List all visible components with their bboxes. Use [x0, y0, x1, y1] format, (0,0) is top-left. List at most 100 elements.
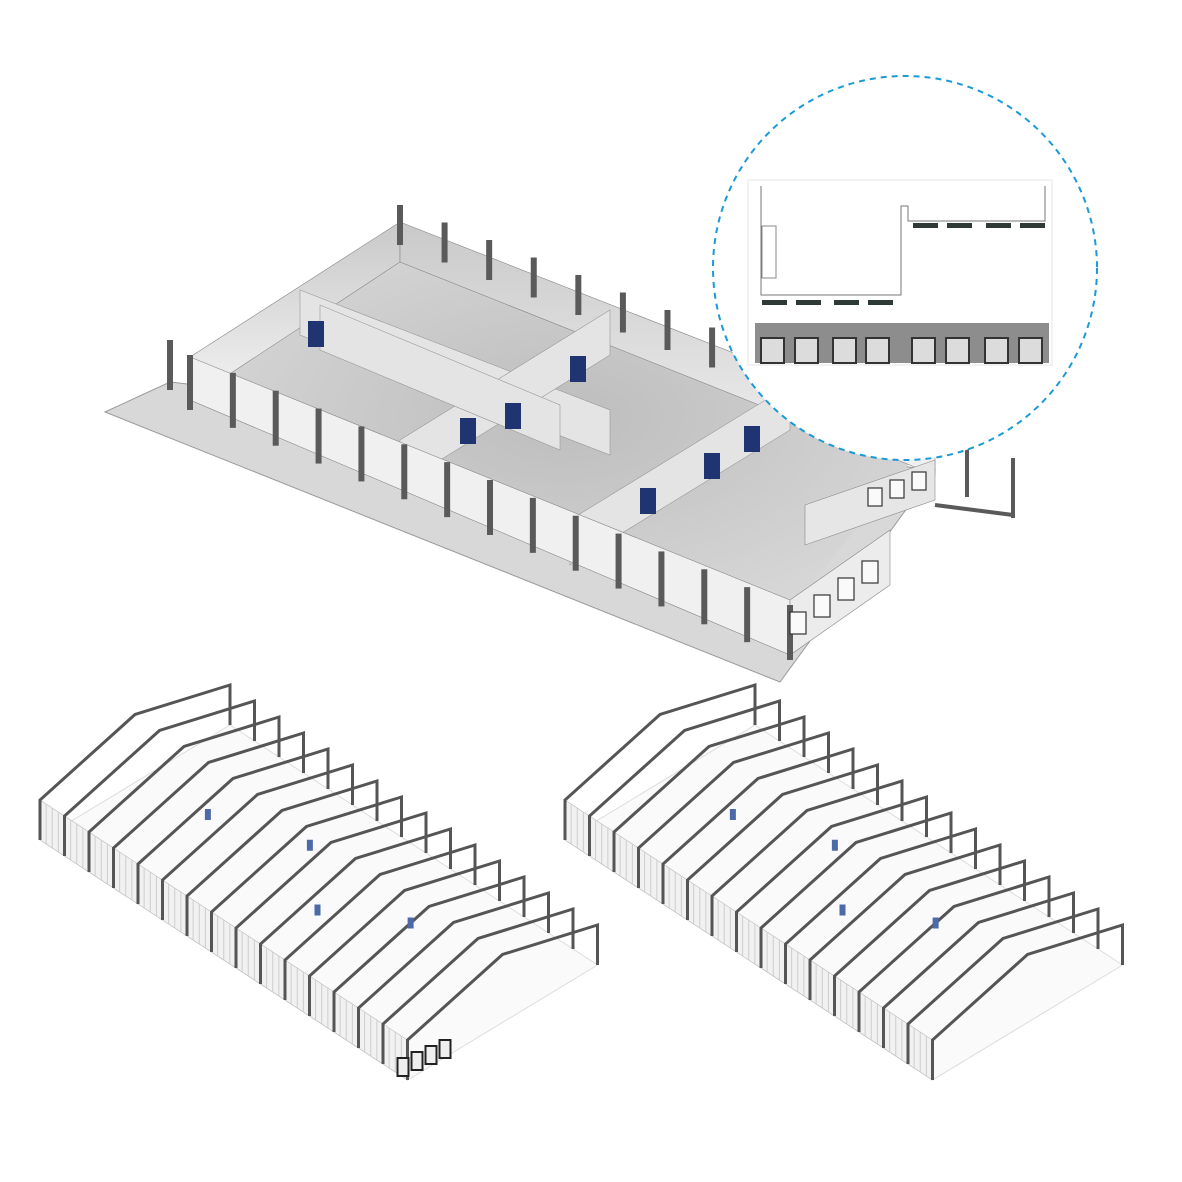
portal-frame — [784, 826, 977, 984]
portal-frame — [686, 762, 879, 920]
portal-frame — [136, 746, 330, 904]
portal-frame — [931, 922, 1124, 1080]
interior-partitions — [299, 289, 791, 566]
column — [167, 340, 173, 390]
column — [358, 426, 365, 482]
portal-frame — [588, 698, 781, 856]
dock-door — [867, 487, 883, 507]
column — [187, 360, 193, 410]
frame-door — [932, 917, 939, 929]
column — [664, 310, 671, 350]
portal-frame — [357, 890, 550, 1048]
plan-dock-bar — [762, 300, 787, 305]
dock-door — [837, 577, 855, 601]
frame-dock-door — [410, 1051, 424, 1071]
plan-dock-bar — [834, 300, 859, 305]
plan-dock-bar — [986, 223, 1011, 228]
elevation-dock-door — [1018, 337, 1043, 364]
frame-door — [306, 839, 313, 851]
elevation-dock-door — [865, 337, 890, 364]
column — [487, 480, 493, 535]
frame-door — [407, 917, 414, 929]
plan-dock-bars — [762, 223, 1045, 305]
portal-frame — [857, 874, 1051, 1032]
portal-frame — [735, 794, 928, 952]
column — [709, 327, 716, 368]
column — [529, 497, 536, 553]
frame-door — [831, 839, 838, 851]
dock-door — [889, 479, 905, 499]
column — [744, 587, 751, 643]
portal-frame — [906, 906, 1100, 1064]
portal-frame — [234, 810, 428, 968]
portal-frame — [833, 858, 1026, 1016]
portal-frame — [112, 730, 305, 888]
plan-dock-bar — [868, 300, 893, 305]
portal-frame — [185, 778, 379, 936]
elevation-doors — [760, 337, 1043, 364]
door — [460, 418, 476, 444]
frame-door — [729, 809, 736, 820]
door — [570, 356, 586, 382]
portal-frame — [210, 794, 403, 952]
dock-door — [789, 611, 807, 635]
column — [272, 390, 279, 446]
elevation-dock-door — [945, 337, 970, 364]
portal-frame — [406, 922, 599, 1080]
doors — [308, 321, 927, 635]
portal-frame — [759, 810, 953, 968]
portal-frame — [283, 842, 477, 1000]
portal-frame — [308, 858, 501, 1016]
frame-dock-door — [424, 1045, 438, 1065]
elevation-dock-door — [832, 337, 857, 364]
dock-door — [911, 471, 927, 491]
plan-dock-bar — [913, 223, 938, 228]
door — [704, 453, 720, 479]
portal-frame — [637, 730, 830, 888]
portal-frame — [882, 890, 1075, 1048]
plan-room — [761, 225, 777, 279]
portal-frame — [259, 826, 452, 984]
portal-frame — [332, 874, 526, 1032]
column — [575, 275, 582, 315]
door — [744, 426, 760, 452]
dock-door — [861, 560, 879, 584]
column — [486, 240, 493, 280]
portal-frame — [381, 906, 575, 1064]
plan-dock-bar — [1020, 223, 1045, 228]
portal-frame — [710, 778, 904, 936]
column — [444, 462, 451, 518]
elevation-dock-door — [760, 337, 785, 364]
column — [397, 205, 403, 245]
portal-frame — [612, 714, 806, 872]
frame-dock-door — [438, 1039, 452, 1059]
column — [441, 222, 448, 263]
plan-dock-bar — [796, 300, 821, 305]
door — [505, 403, 521, 429]
portal-frame — [563, 682, 757, 840]
dock-door — [813, 594, 831, 618]
column — [615, 533, 622, 589]
portal-frame — [87, 714, 281, 872]
elevation-dock-door — [911, 337, 936, 364]
frame-building-right — [563, 682, 1124, 1081]
column — [229, 372, 236, 428]
column — [530, 257, 537, 298]
column — [619, 292, 626, 333]
column — [401, 444, 408, 500]
frame-dock-door — [396, 1057, 410, 1077]
frame-door — [839, 904, 846, 916]
column — [658, 551, 665, 607]
column — [315, 408, 322, 464]
portal-frame — [661, 746, 855, 904]
main-building — [103, 205, 1015, 683]
frame-door — [204, 809, 211, 820]
portal-frame — [63, 698, 256, 856]
door — [308, 321, 324, 347]
column — [572, 515, 579, 571]
detail-inset — [712, 75, 1098, 461]
door — [640, 488, 656, 514]
elevation-dock-door — [794, 337, 819, 364]
column — [701, 569, 708, 625]
floor-plan-outline — [760, 186, 1046, 296]
